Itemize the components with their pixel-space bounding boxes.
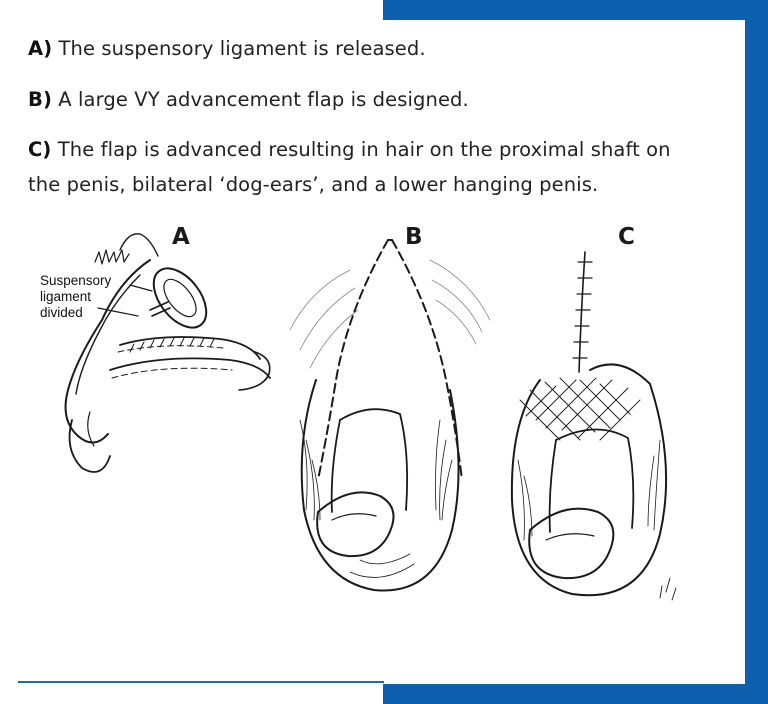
caption-c-prefix: C)	[28, 138, 52, 161]
panel-c-drawing	[510, 251, 677, 601]
caption-c: C) The flap is advanced resulting in hai…	[28, 135, 671, 165]
caption-a-text: The suspensory ligament is released.	[58, 37, 426, 60]
caption-a-prefix: A)	[28, 37, 53, 60]
frame-right-bar	[745, 0, 768, 704]
ligament-annotation-line1: Suspensory	[40, 273, 112, 288]
caption-b: B) A large VY advancement flap is design…	[28, 85, 469, 115]
panel-b-label: B	[405, 224, 423, 250]
caption-b-prefix: B)	[28, 88, 52, 111]
caption-b-text: A large VY advancement flap is designed.	[58, 88, 469, 111]
caption-c-text-line1: The flap is advanced resulting in hair o…	[57, 138, 671, 161]
frame-bottom-line	[18, 681, 384, 683]
caption-a: A) The suspensory ligament is released.	[28, 34, 426, 64]
panel-a-label: A	[172, 224, 190, 250]
panel-c-label: C	[618, 224, 635, 250]
ligament-annotation-line2: ligament	[40, 289, 92, 304]
panel-a-drawing	[64, 233, 271, 473]
frame-bottom-bar	[383, 684, 768, 704]
ligament-annotation-line3: divided	[40, 305, 83, 320]
frame-top-bar	[383, 0, 768, 20]
caption-c-line2: the penis, bilateral ‘dog-ears’, and a l…	[28, 170, 598, 200]
panel-b-drawing	[289, 239, 491, 592]
caption-c-text-line2: the penis, bilateral ‘dog-ears’, and a l…	[28, 173, 599, 196]
ligament-annotation: Suspensory ligament divided	[40, 273, 111, 321]
